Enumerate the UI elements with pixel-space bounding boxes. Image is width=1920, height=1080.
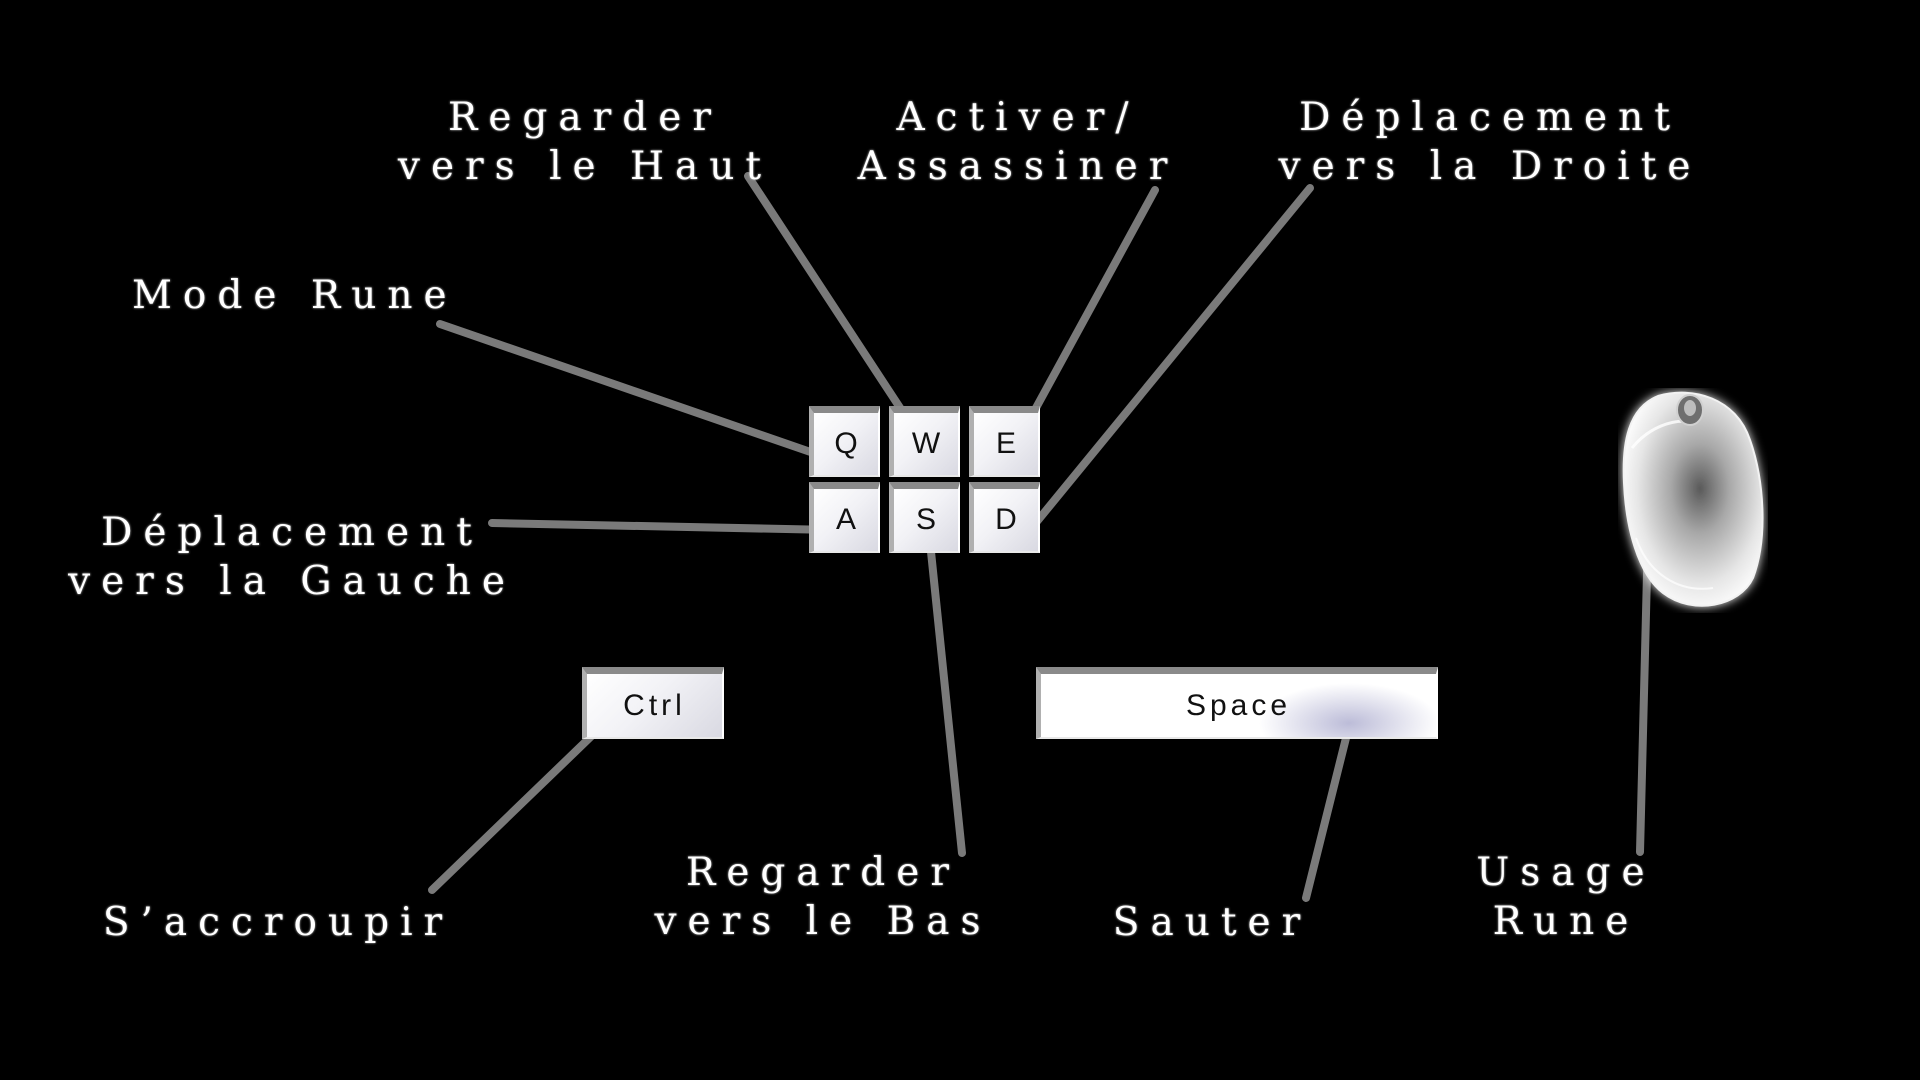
connector-activate — [1021, 186, 1159, 432]
key-q[interactable]: Q — [809, 406, 880, 477]
label-move-left: Déplacement vers la Gauche — [68, 510, 516, 604]
key-space[interactable]: Space — [1036, 667, 1438, 739]
connector-jump — [1302, 726, 1352, 902]
connector-look-down — [926, 538, 966, 857]
key-s-label: S — [915, 503, 936, 536]
key-d[interactable]: D — [969, 482, 1040, 553]
key-a-label: A — [835, 503, 856, 536]
key-space-label: Space — [1185, 688, 1292, 722]
mouse-icon — [1622, 391, 1764, 607]
connector-move-right — [1026, 184, 1314, 534]
label-activate: Activer/ Assassiner — [857, 95, 1179, 189]
key-w[interactable]: W — [889, 406, 960, 477]
key-q-label: Q — [834, 427, 858, 460]
connector-crouch — [428, 718, 610, 894]
connector-move-left — [488, 519, 837, 534]
key-ctrl-label: Ctrl — [623, 688, 686, 722]
key-d-label: D — [995, 503, 1017, 536]
connector-rune-mode — [436, 320, 829, 461]
label-rune-use: Usage Rune — [1476, 850, 1656, 944]
key-a[interactable]: A — [809, 482, 880, 553]
label-rune-mode: Mode Rune — [132, 273, 458, 318]
label-look-down: Regarder vers le Bas — [654, 850, 992, 944]
label-crouch: S’accroupir — [102, 900, 454, 945]
key-e-label: E — [995, 427, 1016, 460]
key-ctrl[interactable]: Ctrl — [582, 667, 724, 739]
key-s[interactable]: S — [889, 482, 960, 553]
key-e[interactable]: E — [969, 406, 1040, 477]
label-jump: Sauter — [1112, 900, 1312, 945]
key-w-label: W — [911, 427, 941, 460]
connector-look-up — [744, 172, 914, 427]
label-move-right: Déplacement vers la Droite — [1278, 95, 1702, 189]
label-look-up: Regarder vers le Haut — [397, 95, 773, 189]
